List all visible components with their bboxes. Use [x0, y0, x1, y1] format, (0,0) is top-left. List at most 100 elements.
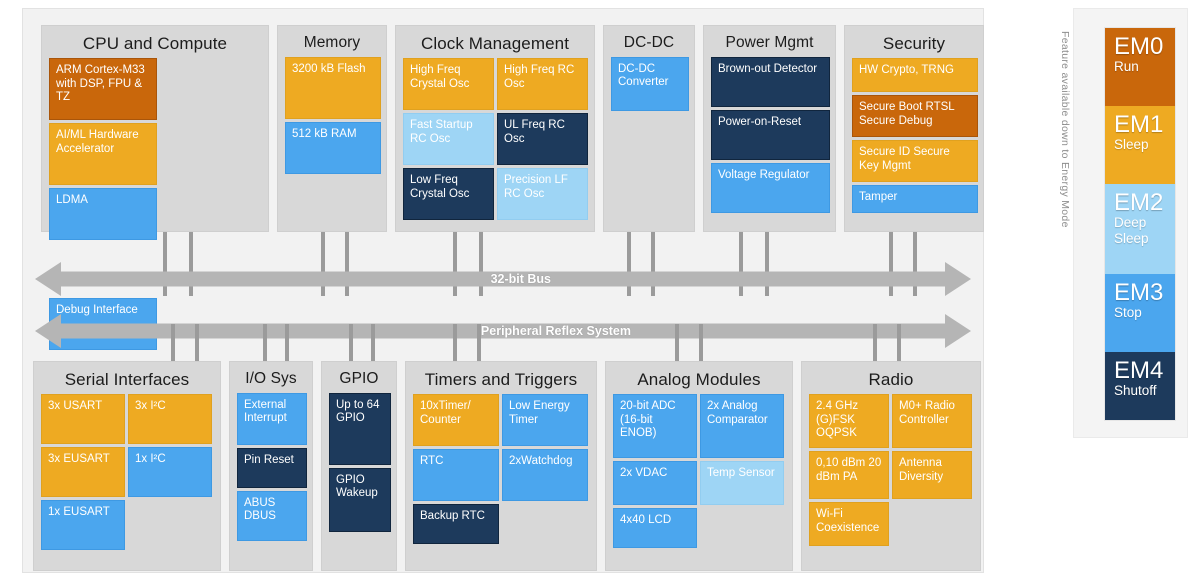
- bus-connector-line: [349, 324, 353, 361]
- feature-cell[interactable]: Temp Sensor: [700, 461, 784, 505]
- feature-cell[interactable]: ARM Cortex-M33 with DSP, FPU & TZ: [49, 58, 157, 120]
- group-box: Analog Modules 20-bit ADC (16-bit ENOB)2x…: [605, 361, 793, 571]
- feature-cell[interactable]: 3x USART: [41, 394, 125, 444]
- bus-connector-line: [627, 232, 631, 296]
- feature-cell[interactable]: Secure Boot RTSL Secure Debug: [852, 95, 978, 137]
- group-cells: DC-DC Converter: [611, 56, 689, 111]
- bus-connector-line: [873, 324, 877, 361]
- feature-cell[interactable]: 1x I²C: [128, 447, 212, 497]
- feature-cell[interactable]: 0,10 dBm 20 dBm PA: [809, 451, 889, 499]
- feature-cell[interactable]: Wi-Fi Coexistence: [809, 502, 889, 546]
- feature-cell[interactable]: 4x40 LCD: [613, 508, 697, 548]
- feature-cell[interactable]: High Freq Crystal Osc: [403, 58, 494, 110]
- bus-connector-line: [675, 324, 679, 361]
- feature-cell[interactable]: Precision LF RC Osc: [497, 168, 588, 220]
- feature-cell[interactable]: Power-on-Reset: [711, 109, 830, 160]
- bus-connector-line: [371, 324, 375, 361]
- feature-cell[interactable]: AI/ML Hardware Accelerator: [49, 123, 157, 185]
- feature-cell[interactable]: 3x EUSART: [41, 447, 125, 497]
- feature-cell[interactable]: LDMA: [49, 188, 157, 240]
- legend-mode-code: EM1: [1114, 111, 1164, 138]
- feature-cell[interactable]: Antenna Diversity: [892, 451, 972, 499]
- group-title: Power Mgmt: [725, 34, 814, 51]
- feature-cell[interactable]: Fast Startup RC Osc: [403, 113, 494, 165]
- bus-connector-line: [189, 232, 193, 296]
- bus-connector-line: [739, 232, 743, 296]
- feature-cell[interactable]: GPIO Wakeup: [329, 467, 391, 532]
- feature-cell[interactable]: Secure ID Secure Key Mgmt: [852, 140, 978, 182]
- feature-cell[interactable]: 2x Analog Comparator: [700, 394, 784, 458]
- group-title: CPU and Compute: [82, 34, 228, 53]
- feature-cell[interactable]: UL Freq RC Osc: [497, 113, 588, 165]
- feature-cell[interactable]: 2xWatchdog: [502, 449, 588, 501]
- feature-cell[interactable]: RTC: [413, 449, 499, 501]
- feature-cell[interactable]: ABUS DBUS: [237, 490, 307, 541]
- bus-connector-line: [171, 324, 175, 361]
- bus-connector-line: [285, 324, 289, 361]
- feature-cell[interactable]: DC-DC Converter: [611, 56, 689, 111]
- legend-mode-code: EM4: [1114, 357, 1164, 384]
- legend-caption: Feature available down to Energy Mode: [1059, 31, 1071, 228]
- feature-cell[interactable]: Low Energy Timer: [502, 394, 588, 446]
- bus-connector-line: [479, 232, 483, 296]
- feature-cell[interactable]: HW Crypto, TRNG: [852, 58, 978, 92]
- feature-cell[interactable]: 2.4 GHz (G)FSK OQPSK: [809, 394, 889, 448]
- feature-cell[interactable]: 2x VDAC: [613, 461, 697, 505]
- feature-cell[interactable]: High Freq RC Osc: [497, 58, 588, 110]
- feature-cell[interactable]: 512 kB RAM: [285, 121, 381, 174]
- feature-cell[interactable]: 3x I²C: [128, 394, 212, 444]
- bus-label: 32-bit Bus: [490, 272, 551, 286]
- bus-connector-line: [699, 324, 703, 361]
- bus-connector-line: [477, 324, 481, 361]
- group-title: GPIO: [339, 370, 379, 387]
- feature-cell[interactable]: 3200 kB Flash: [285, 56, 381, 119]
- feature-cell[interactable]: Pin Reset: [237, 447, 307, 488]
- feature-cell[interactable]: 10xTimer/ Counter: [413, 394, 499, 446]
- group-title: Security: [882, 34, 946, 53]
- bus-connector-line: [321, 232, 325, 296]
- legend-mode-code: EM0: [1114, 33, 1164, 60]
- feature-cell[interactable]: Tamper: [852, 185, 978, 213]
- group-title: Analog Modules: [637, 370, 761, 389]
- feature-cell[interactable]: External Interrupt: [237, 392, 307, 445]
- bus-label: Peripheral Reflex System: [480, 324, 631, 338]
- legend-mode-name: Run: [1114, 59, 1139, 75]
- legend-mode-name: Sleep: [1114, 137, 1149, 153]
- feature-cell[interactable]: Up to 64 GPIO: [329, 392, 391, 465]
- feature-cell[interactable]: 1x EUSART: [41, 500, 125, 550]
- legend-mode-name: Stop: [1114, 305, 1142, 321]
- empty-cell: [502, 504, 588, 544]
- group-title: Timers and Triggers: [424, 370, 578, 389]
- feature-cell[interactable]: 20-bit ADC (16-bit ENOB): [613, 394, 697, 458]
- feature-cell[interactable]: Low Freq Crystal Osc: [403, 168, 494, 220]
- legend-mode-name: Shutoff: [1114, 383, 1157, 399]
- group-title: Serial Interfaces: [64, 370, 190, 389]
- feature-cell[interactable]: Voltage Regulator: [711, 162, 830, 213]
- feature-cell[interactable]: Brown-out Detector: [711, 56, 830, 107]
- bus-connector-line: [453, 232, 457, 296]
- bus-connector-line: [651, 232, 655, 296]
- feature-cell[interactable]: M0+ Radio Controller: [892, 394, 972, 448]
- feature-cell[interactable]: Backup RTC: [413, 504, 499, 544]
